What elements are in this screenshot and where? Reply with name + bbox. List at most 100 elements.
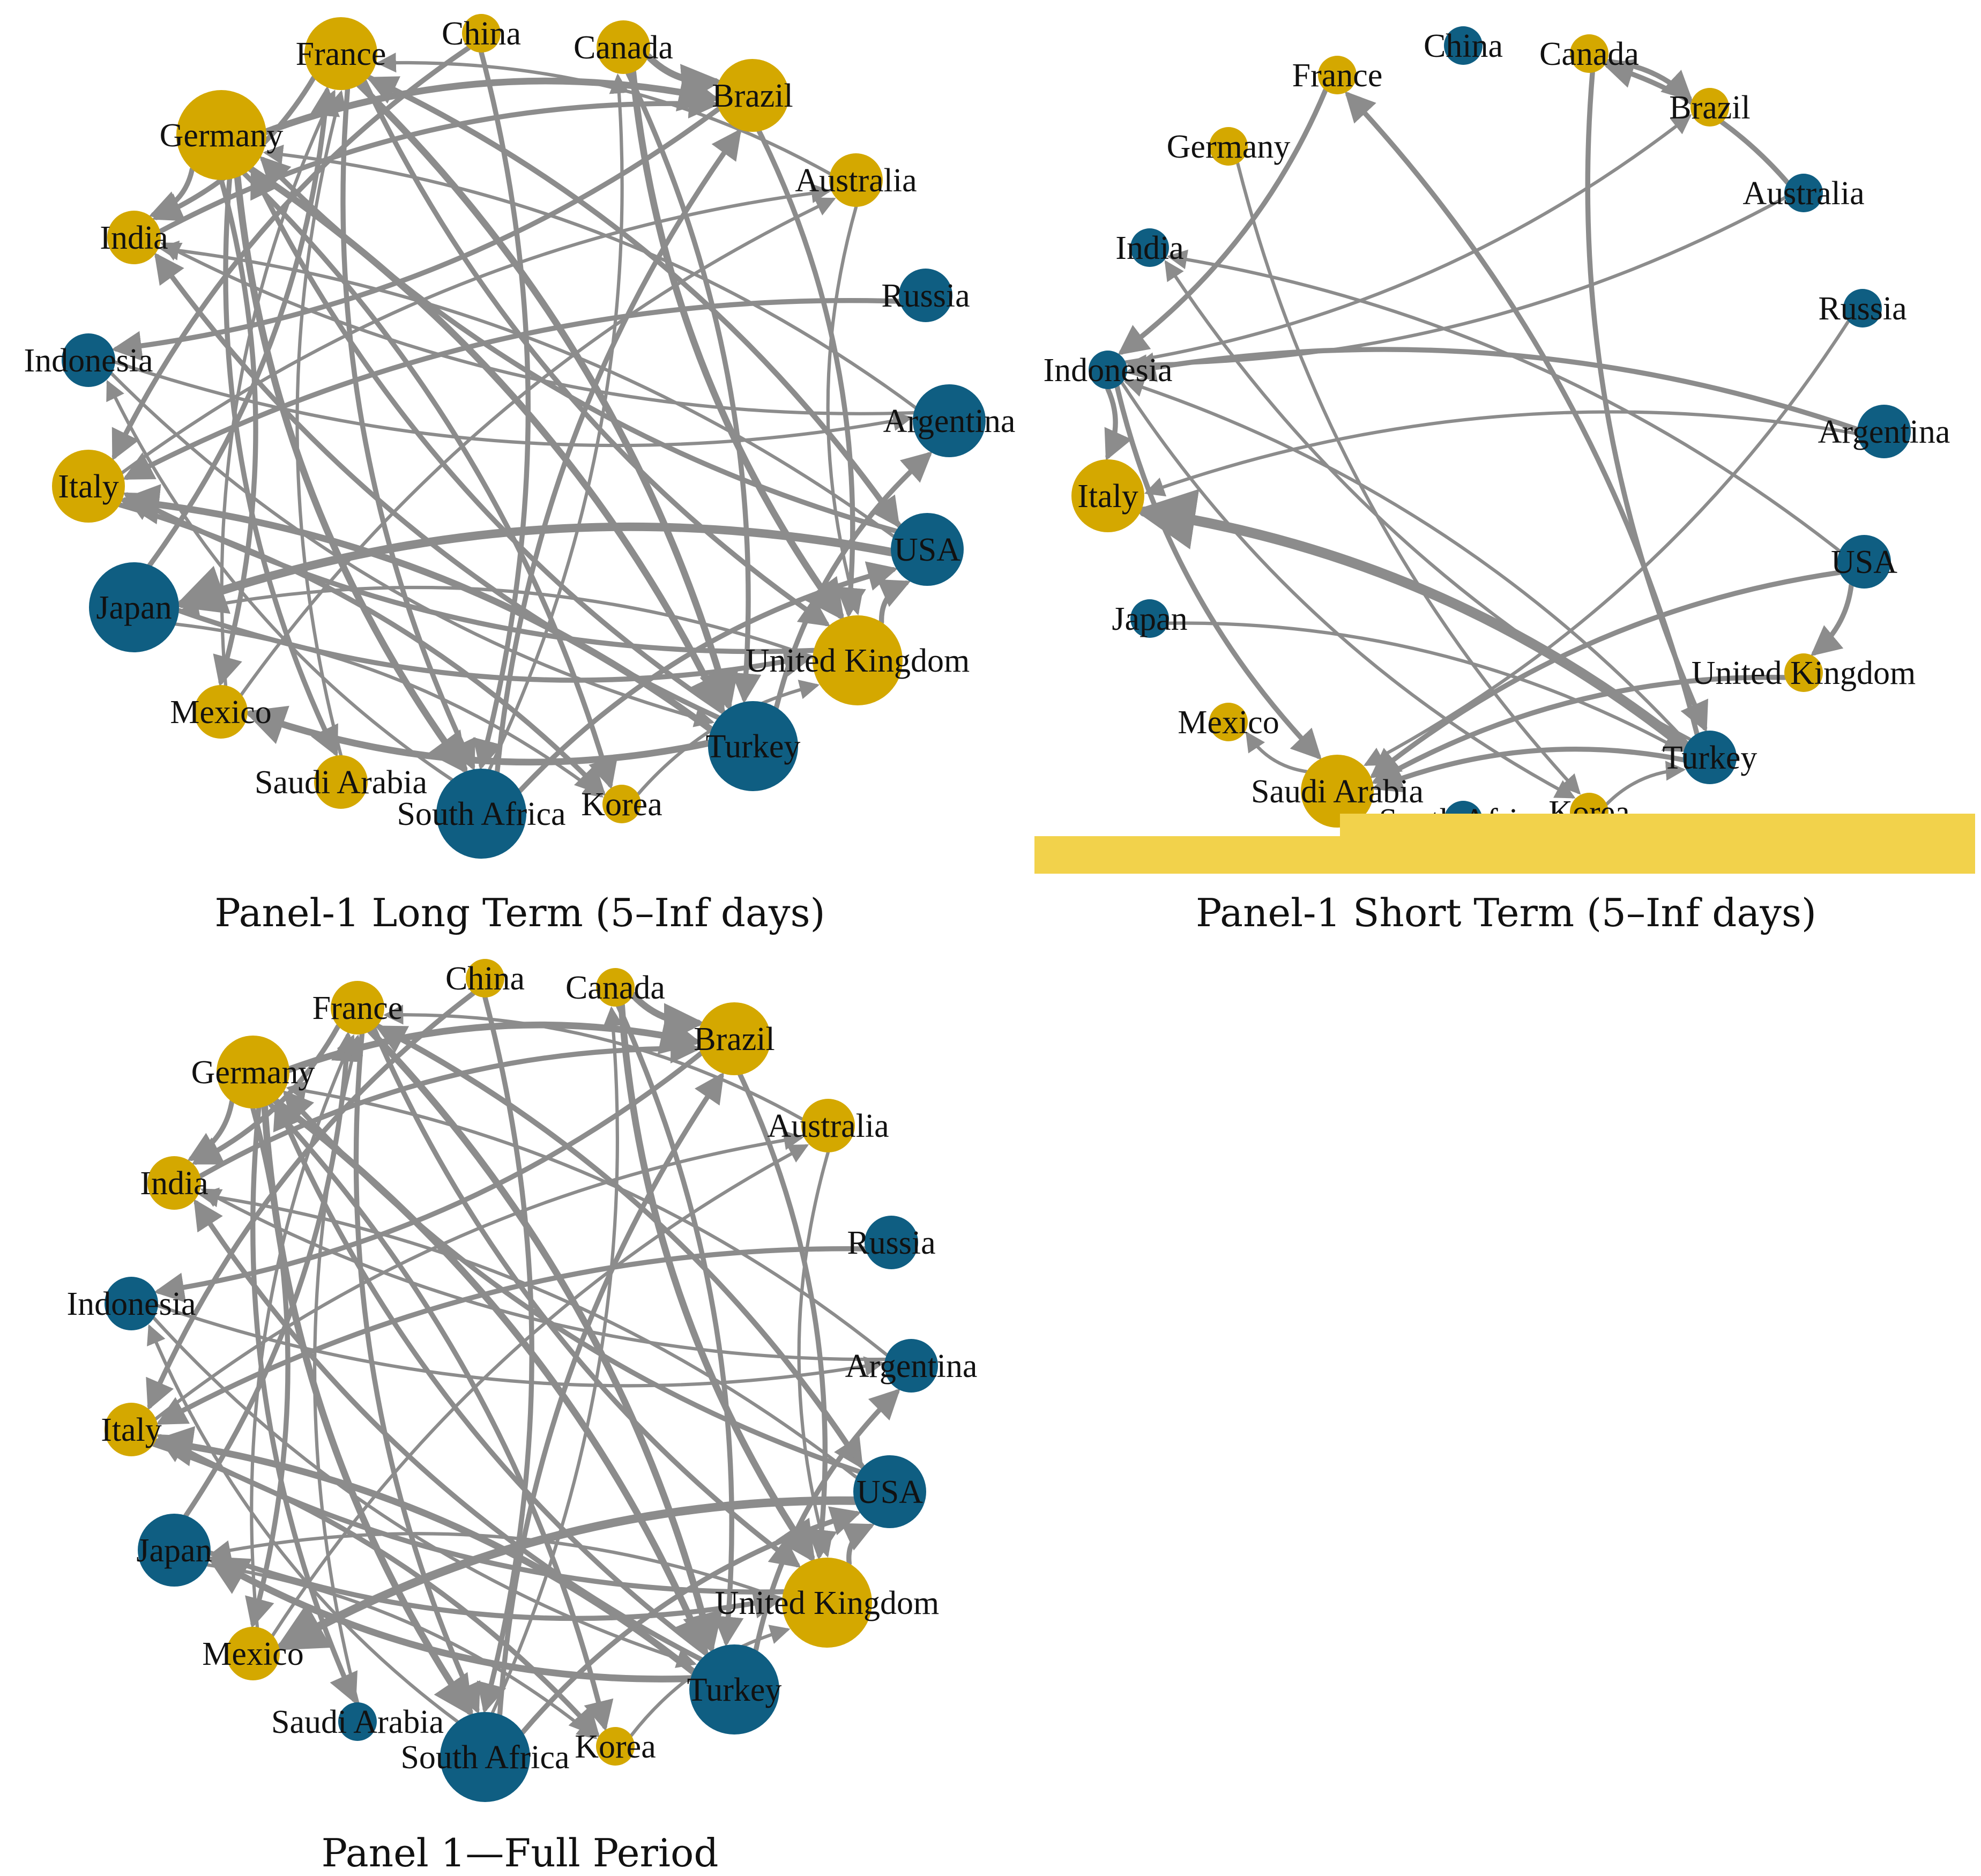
edge-turkey-to-india <box>193 1198 704 1662</box>
node-label-china: China <box>442 16 521 52</box>
edge-south-africa-to-indonesia <box>147 1324 459 1723</box>
edge-turkey-to-indonesia <box>1123 377 1689 745</box>
node-label-indonesia: Indonesia <box>66 1286 196 1322</box>
node-label-italy: Italy <box>1077 478 1138 515</box>
node-russia <box>1843 289 1882 327</box>
edge-south-africa-to-usa <box>517 561 898 793</box>
edge-usa-to-germany <box>259 155 899 534</box>
edge-france-to-turkey <box>367 1028 723 1654</box>
node-label-japan: Japan <box>136 1532 212 1569</box>
node-label-india: India <box>1115 230 1183 266</box>
node-russia <box>899 269 952 322</box>
node-label-argentina: Argentina <box>845 1348 978 1384</box>
edge-argentina-to-india <box>160 242 915 415</box>
edge-turkey-to-india <box>1164 260 1692 741</box>
node-china <box>1444 26 1483 65</box>
edge-germany-to-mexico <box>213 177 258 687</box>
node-label-united-kingdom: United Kingdom <box>715 1585 939 1621</box>
edge-india-to-brazil <box>197 1033 701 1179</box>
node-argentina <box>913 384 986 457</box>
node-label-australia: Australia <box>767 1108 889 1144</box>
node-brazil <box>1690 88 1729 126</box>
node-label-korea: Korea <box>581 786 662 823</box>
node-china <box>466 959 504 997</box>
node-france <box>304 17 377 90</box>
edge-germany-to-korea <box>1236 161 1581 795</box>
edge-indonesia-to-turkey <box>110 372 715 727</box>
node-china <box>462 14 501 53</box>
node-label-japan: Japan <box>1112 601 1187 637</box>
node-label-china: China <box>1424 28 1503 64</box>
edge-canada-to-united-kingdom <box>618 1002 815 1563</box>
node-label-brazil: Brazil <box>694 1021 775 1058</box>
edge-argentina-to-india <box>200 1188 887 1361</box>
edge-japan-to-united-kingdom <box>176 608 815 683</box>
node-label-argentina: Argentina <box>1818 414 1950 450</box>
edge-south-africa-to-brazil <box>495 128 742 775</box>
edge-united-kingdom-to-usa <box>841 1523 875 1566</box>
edge-usa-to-india <box>1167 249 1842 553</box>
node-usa <box>891 513 964 586</box>
edge-group <box>106 45 933 798</box>
node-label-canada: Canada <box>574 29 673 66</box>
node-label-united-kingdom: United Kingdom <box>746 643 970 679</box>
edge-italy-to-korea <box>117 502 606 796</box>
node-australia <box>801 1099 855 1152</box>
node-label-united-kingdom: United Kingdom <box>1692 655 1916 691</box>
node-label-south-africa: South Africa <box>397 796 565 832</box>
node-label-italy: Italy <box>101 1412 162 1448</box>
edge-saudi-arabia-to-france <box>295 90 347 757</box>
node-germany <box>176 90 266 180</box>
node-label-turkey: Turkey <box>1663 740 1757 776</box>
edge-united-kingdom-to-usa <box>877 579 911 625</box>
node-korea <box>602 785 641 823</box>
edge-saudi-arabia-to-france <box>313 1034 363 1704</box>
node-label-usa: USA <box>894 532 960 568</box>
panel-caption: Panel 1—Full Period <box>322 1830 719 1875</box>
node-label-canada: Canada <box>565 970 665 1006</box>
edge-turkey-to-mexico <box>244 705 712 766</box>
node-indonesia <box>1089 351 1127 389</box>
node-label-france: France <box>312 990 403 1026</box>
edge-south-africa-to-brazil <box>497 1072 724 1717</box>
node-united-kingdom <box>1784 653 1823 692</box>
node-korea <box>596 1727 635 1766</box>
node-japan <box>1130 599 1169 638</box>
edge-italy-to-australia <box>154 1130 804 1421</box>
edge-australia-to-indonesia <box>1126 196 1787 375</box>
node-label-canada: Canada <box>1539 36 1639 72</box>
edge-turkey-to-germany <box>250 167 726 715</box>
node-label-usa: USA <box>857 1474 923 1510</box>
node-label-south-africa: South Africa <box>400 1739 569 1776</box>
node-label-germany: Germany <box>191 1054 315 1091</box>
edge-japan-to-united-kingdom <box>208 1550 784 1621</box>
edge-italy-to-korea <box>151 1441 600 1738</box>
node-label-turkey: Turkey <box>706 728 801 765</box>
overlay-bar-upper <box>1340 814 1975 839</box>
edge-usa-to-france <box>367 76 902 528</box>
node-russia <box>865 1216 918 1269</box>
edge-canada-to-turkey <box>616 1003 744 1647</box>
node-label-mexico: Mexico <box>202 1636 303 1672</box>
edge-korea-to-turkey <box>1605 761 1686 806</box>
panel-caption: Panel-1 Long Term (5–Inf days) <box>214 890 825 935</box>
node-canada <box>1570 34 1608 73</box>
edge-group <box>1104 58 1860 806</box>
edge-mexico-to-france <box>220 90 336 687</box>
node-france <box>331 981 384 1034</box>
overlay-bar-lower <box>1034 836 1975 874</box>
node-label-germany: Germany <box>160 117 284 154</box>
node-label-korea: Korea <box>575 1729 656 1765</box>
edge-russia-to-saudi-arabia <box>1364 319 1850 766</box>
edge-usa-to-saudi-arabia <box>1369 570 1842 779</box>
edge-indonesia-to-argentina <box>156 1304 885 1388</box>
node-label-italy: Italy <box>58 468 119 505</box>
node-canada <box>596 968 635 1007</box>
node-united-kingdom <box>813 615 903 705</box>
edge-germany-to-south-africa <box>234 174 468 775</box>
edge-argentina-to-italy <box>1144 410 1859 497</box>
